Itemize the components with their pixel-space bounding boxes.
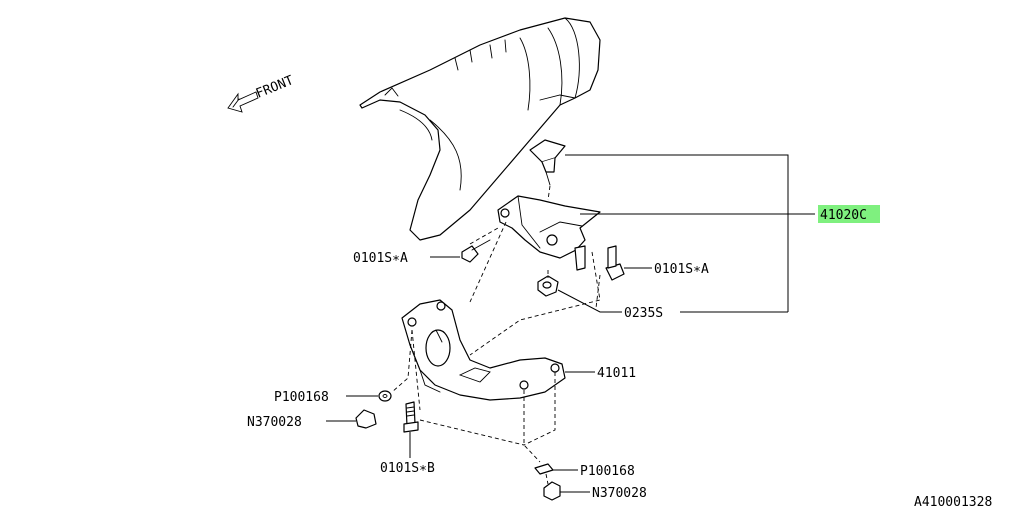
nut-bottom-icon bbox=[543, 481, 561, 501]
callout-41011[interactable]: 41011 bbox=[597, 366, 636, 381]
front-arrow-icon bbox=[227, 91, 259, 113]
bolt-b-icon bbox=[403, 401, 419, 433]
callout-0101sa-left[interactable]: 0101S∗A bbox=[353, 251, 408, 266]
transmission-housing bbox=[359, 17, 601, 241]
bolt-right-icon bbox=[605, 245, 625, 281]
callout-0101sa-right[interactable]: 0101S∗A bbox=[654, 262, 709, 277]
washer-left-icon bbox=[378, 390, 392, 402]
callout-0235s[interactable]: 0235S bbox=[624, 306, 663, 321]
diagram-id: A410001328 bbox=[914, 495, 992, 510]
callout-41020c[interactable]: 41020C bbox=[820, 208, 867, 223]
callout-41020c-highlight bbox=[818, 205, 880, 223]
stopper-pad bbox=[529, 139, 566, 186]
callout-p100168-bottom[interactable]: P100168 bbox=[580, 464, 635, 479]
callout-n370028-bottom[interactable]: N370028 bbox=[592, 486, 647, 501]
nut-0235s-icon bbox=[537, 275, 559, 297]
washer-bottom-icon bbox=[534, 463, 554, 475]
engine-mount-bracket bbox=[497, 195, 601, 271]
leader-lines bbox=[326, 154, 815, 493]
bolt-left-icon bbox=[461, 239, 491, 263]
callout-0101sb[interactable]: 0101S∗B bbox=[380, 461, 435, 476]
assembly-lines bbox=[391, 185, 601, 485]
callout-p100168-left[interactable]: P100168 bbox=[274, 390, 329, 405]
front-label: FRONT bbox=[254, 73, 296, 102]
nut-left-icon bbox=[355, 409, 377, 429]
callout-n370028-left[interactable]: N370028 bbox=[247, 415, 302, 430]
crossmember bbox=[401, 299, 566, 401]
